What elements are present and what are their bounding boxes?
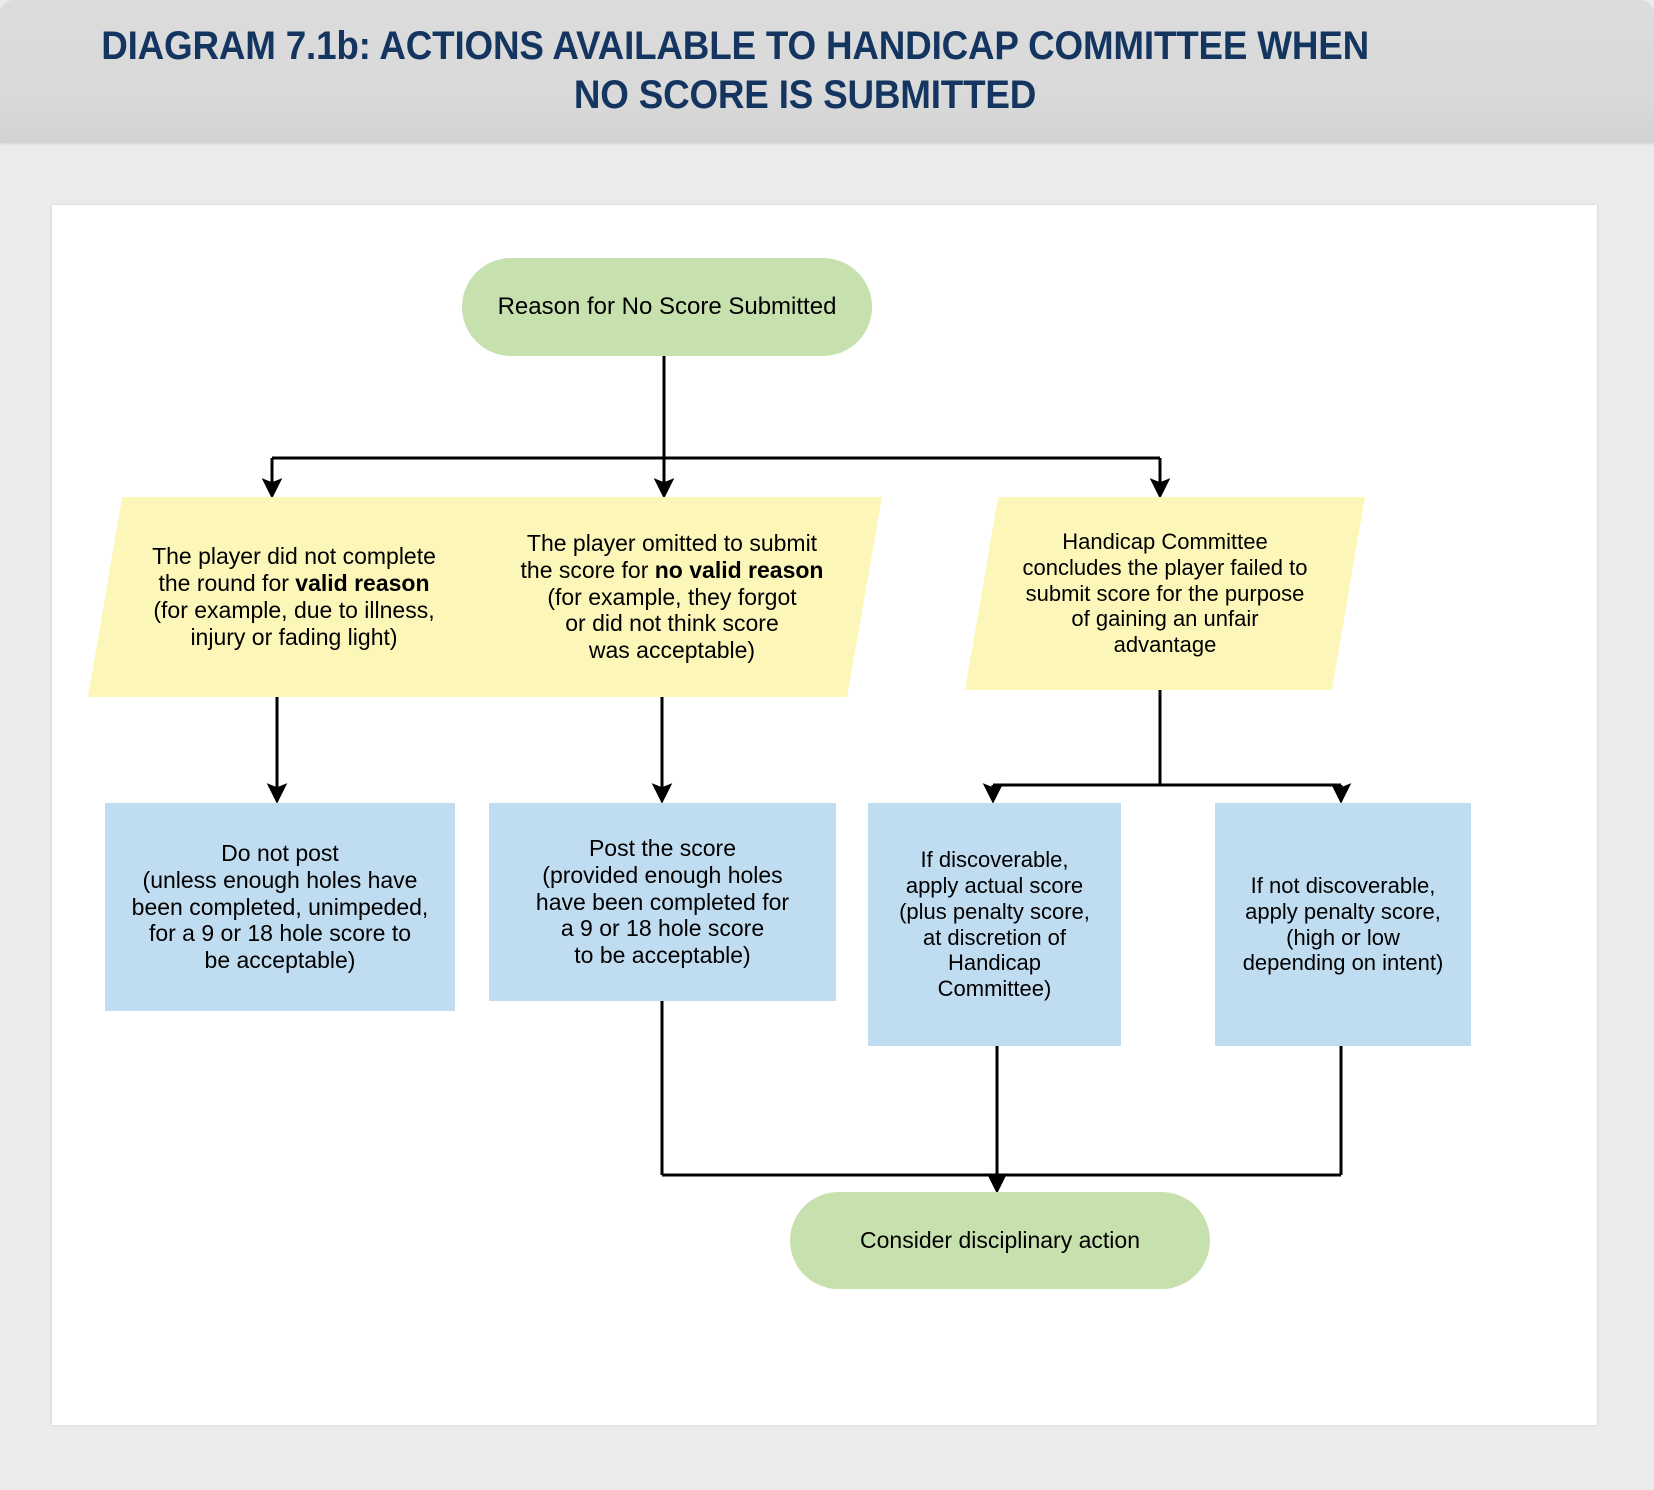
node-reason-valid-label: The player did not complete the round fo… — [88, 497, 500, 697]
node-action-post-score-label: Post the score (provided enough holes ha… — [535, 834, 790, 969]
node-reason-valid[interactable]: The player did not complete the round fo… — [88, 497, 500, 697]
node-action-do-not-post[interactable]: Do not post (unless enough holes have be… — [105, 803, 455, 1011]
node-action-not-discoverable[interactable]: If not discoverable, apply penalty score… — [1215, 803, 1471, 1046]
reason-unfair-shape — [965, 497, 1365, 690]
node-end-label: Consider disciplinary action — [860, 1227, 1140, 1254]
node-action-do-not-post-label: Do not post (unless enough holes have be… — [131, 839, 429, 974]
reason-valid-rich: The player did not complete the round fo… — [152, 543, 436, 650]
node-action-discoverable-label: If discoverable, apply actual score (plu… — [899, 847, 1090, 1001]
reason-valid-shape — [88, 497, 500, 697]
page-title: DIAGRAM 7.1b: ACTIONS AVAILABLE TO HANDI… — [101, 22, 1509, 120]
node-start[interactable]: Reason for No Score Submitted — [462, 258, 872, 356]
title-banner: DIAGRAM 7.1b: ACTIONS AVAILABLE TO HANDI… — [0, 0, 1654, 143]
node-reason-no-valid-label: The player omitted to submit the score f… — [462, 497, 882, 697]
node-action-post-score[interactable]: Post the score (provided enough holes ha… — [489, 803, 836, 1001]
node-reason-no-valid[interactable]: The player omitted to submit the score f… — [462, 497, 882, 697]
node-reason-unfair-label: Handicap Committee concludes the player … — [965, 497, 1365, 690]
node-end[interactable]: Consider disciplinary action — [790, 1192, 1210, 1289]
node-start-label: Reason for No Score Submitted — [497, 293, 837, 321]
reason-no-valid-shape — [462, 497, 882, 697]
reason-no-valid-rich: The player omitted to submit the score f… — [520, 529, 824, 664]
page-title-line-1: DIAGRAM 7.1b: ACTIONS AVAILABLE TO HANDI… — [101, 24, 1369, 68]
reason-unfair-rich: Handicap Committee concludes the player … — [1022, 529, 1308, 658]
page-title-line-2: NO SCORE IS SUBMITTED — [573, 73, 1037, 117]
node-action-not-discoverable-label: If not discoverable, apply penalty score… — [1242, 873, 1444, 976]
node-action-discoverable[interactable]: If discoverable, apply actual score (plu… — [868, 803, 1121, 1046]
node-reason-unfair-advantage[interactable]: Handicap Committee concludes the player … — [965, 497, 1365, 690]
